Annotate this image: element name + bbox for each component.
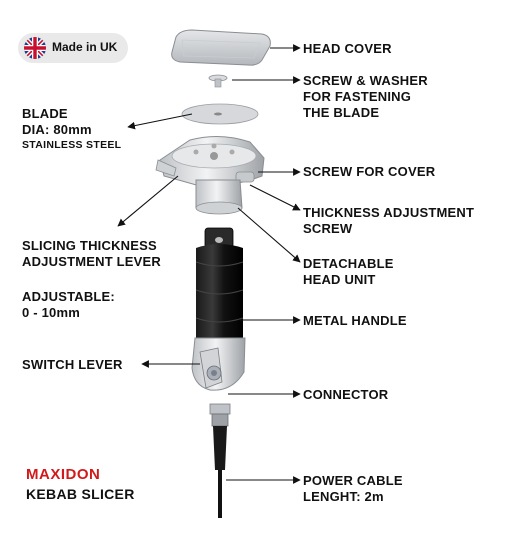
metal-handle-label: METAL HANDLE bbox=[303, 313, 407, 328]
screw-washer-line-3: THE BLADE bbox=[303, 105, 380, 120]
adjustable-line-2: 0 - 10mm bbox=[22, 305, 80, 320]
screw-washer-line-1: SCREW & WASHER bbox=[303, 73, 428, 88]
detachable-head-unit-label: DETACHABLE HEAD UNIT bbox=[303, 256, 394, 288]
head-unit-part bbox=[155, 136, 265, 215]
product-name: KEBAB SLICER bbox=[26, 486, 135, 502]
switch-lever-label: SWITCH LEVER bbox=[22, 357, 123, 372]
uk-flag-icon bbox=[24, 37, 46, 59]
switch-housing-part bbox=[191, 337, 246, 391]
blade-label: BLADE DIA: 80mm STAINLESS STEEL bbox=[22, 106, 121, 152]
made-in-uk-badge: Made in UK bbox=[18, 33, 128, 63]
adjustable-line-1: ADJUSTABLE: bbox=[22, 289, 115, 304]
leader-lines bbox=[117, 44, 301, 484]
power-cable-line-1: POWER CABLE bbox=[303, 473, 403, 488]
connector-label: CONNECTOR bbox=[303, 387, 389, 402]
screw-washer-part bbox=[208, 74, 228, 88]
slicing-thickness-lever-label: SLICING THICKNESS ADJUSTMENT LEVER bbox=[22, 238, 161, 270]
head-cover-label: HEAD COVER bbox=[303, 41, 392, 56]
blade-line-2: DIA: 80mm bbox=[22, 122, 92, 137]
power-cable-label: POWER CABLE LENGHT: 2m bbox=[303, 473, 403, 505]
blade-line-1: BLADE bbox=[22, 106, 68, 121]
power-cable-line-2: LENGHT: 2m bbox=[303, 489, 384, 504]
head-cover-part bbox=[171, 29, 271, 66]
detachable-line-2: HEAD UNIT bbox=[303, 272, 376, 287]
connector-part bbox=[209, 403, 231, 470]
brand-name: MAXIDON bbox=[26, 466, 101, 483]
metal-handle-part bbox=[195, 244, 244, 342]
blade-part bbox=[181, 103, 259, 125]
screw-washer-line-2: FOR FASTENING bbox=[303, 89, 412, 104]
screw-for-cover-label: SCREW FOR COVER bbox=[303, 164, 436, 179]
thickness-screw-line-1: THICKNESS ADJUSTMENT bbox=[303, 205, 475, 220]
lever-line-2: ADJUSTMENT LEVER bbox=[22, 254, 161, 269]
thickness-adjustment-screw-label: THICKNESS ADJUSTMENT SCREW bbox=[303, 205, 474, 237]
blade-material: STAINLESS STEEL bbox=[22, 139, 122, 151]
adjustable-range-label: ADJUSTABLE: 0 - 10mm bbox=[22, 289, 115, 321]
thickness-screw-line-2: SCREW bbox=[303, 221, 353, 236]
lever-line-1: SLICING THICKNESS bbox=[22, 238, 157, 253]
screw-washer-label: SCREW & WASHER FOR FASTENING THE BLADE bbox=[303, 73, 428, 121]
detachable-line-1: DETACHABLE bbox=[303, 256, 394, 271]
badge-label: Made in UK bbox=[52, 40, 118, 54]
